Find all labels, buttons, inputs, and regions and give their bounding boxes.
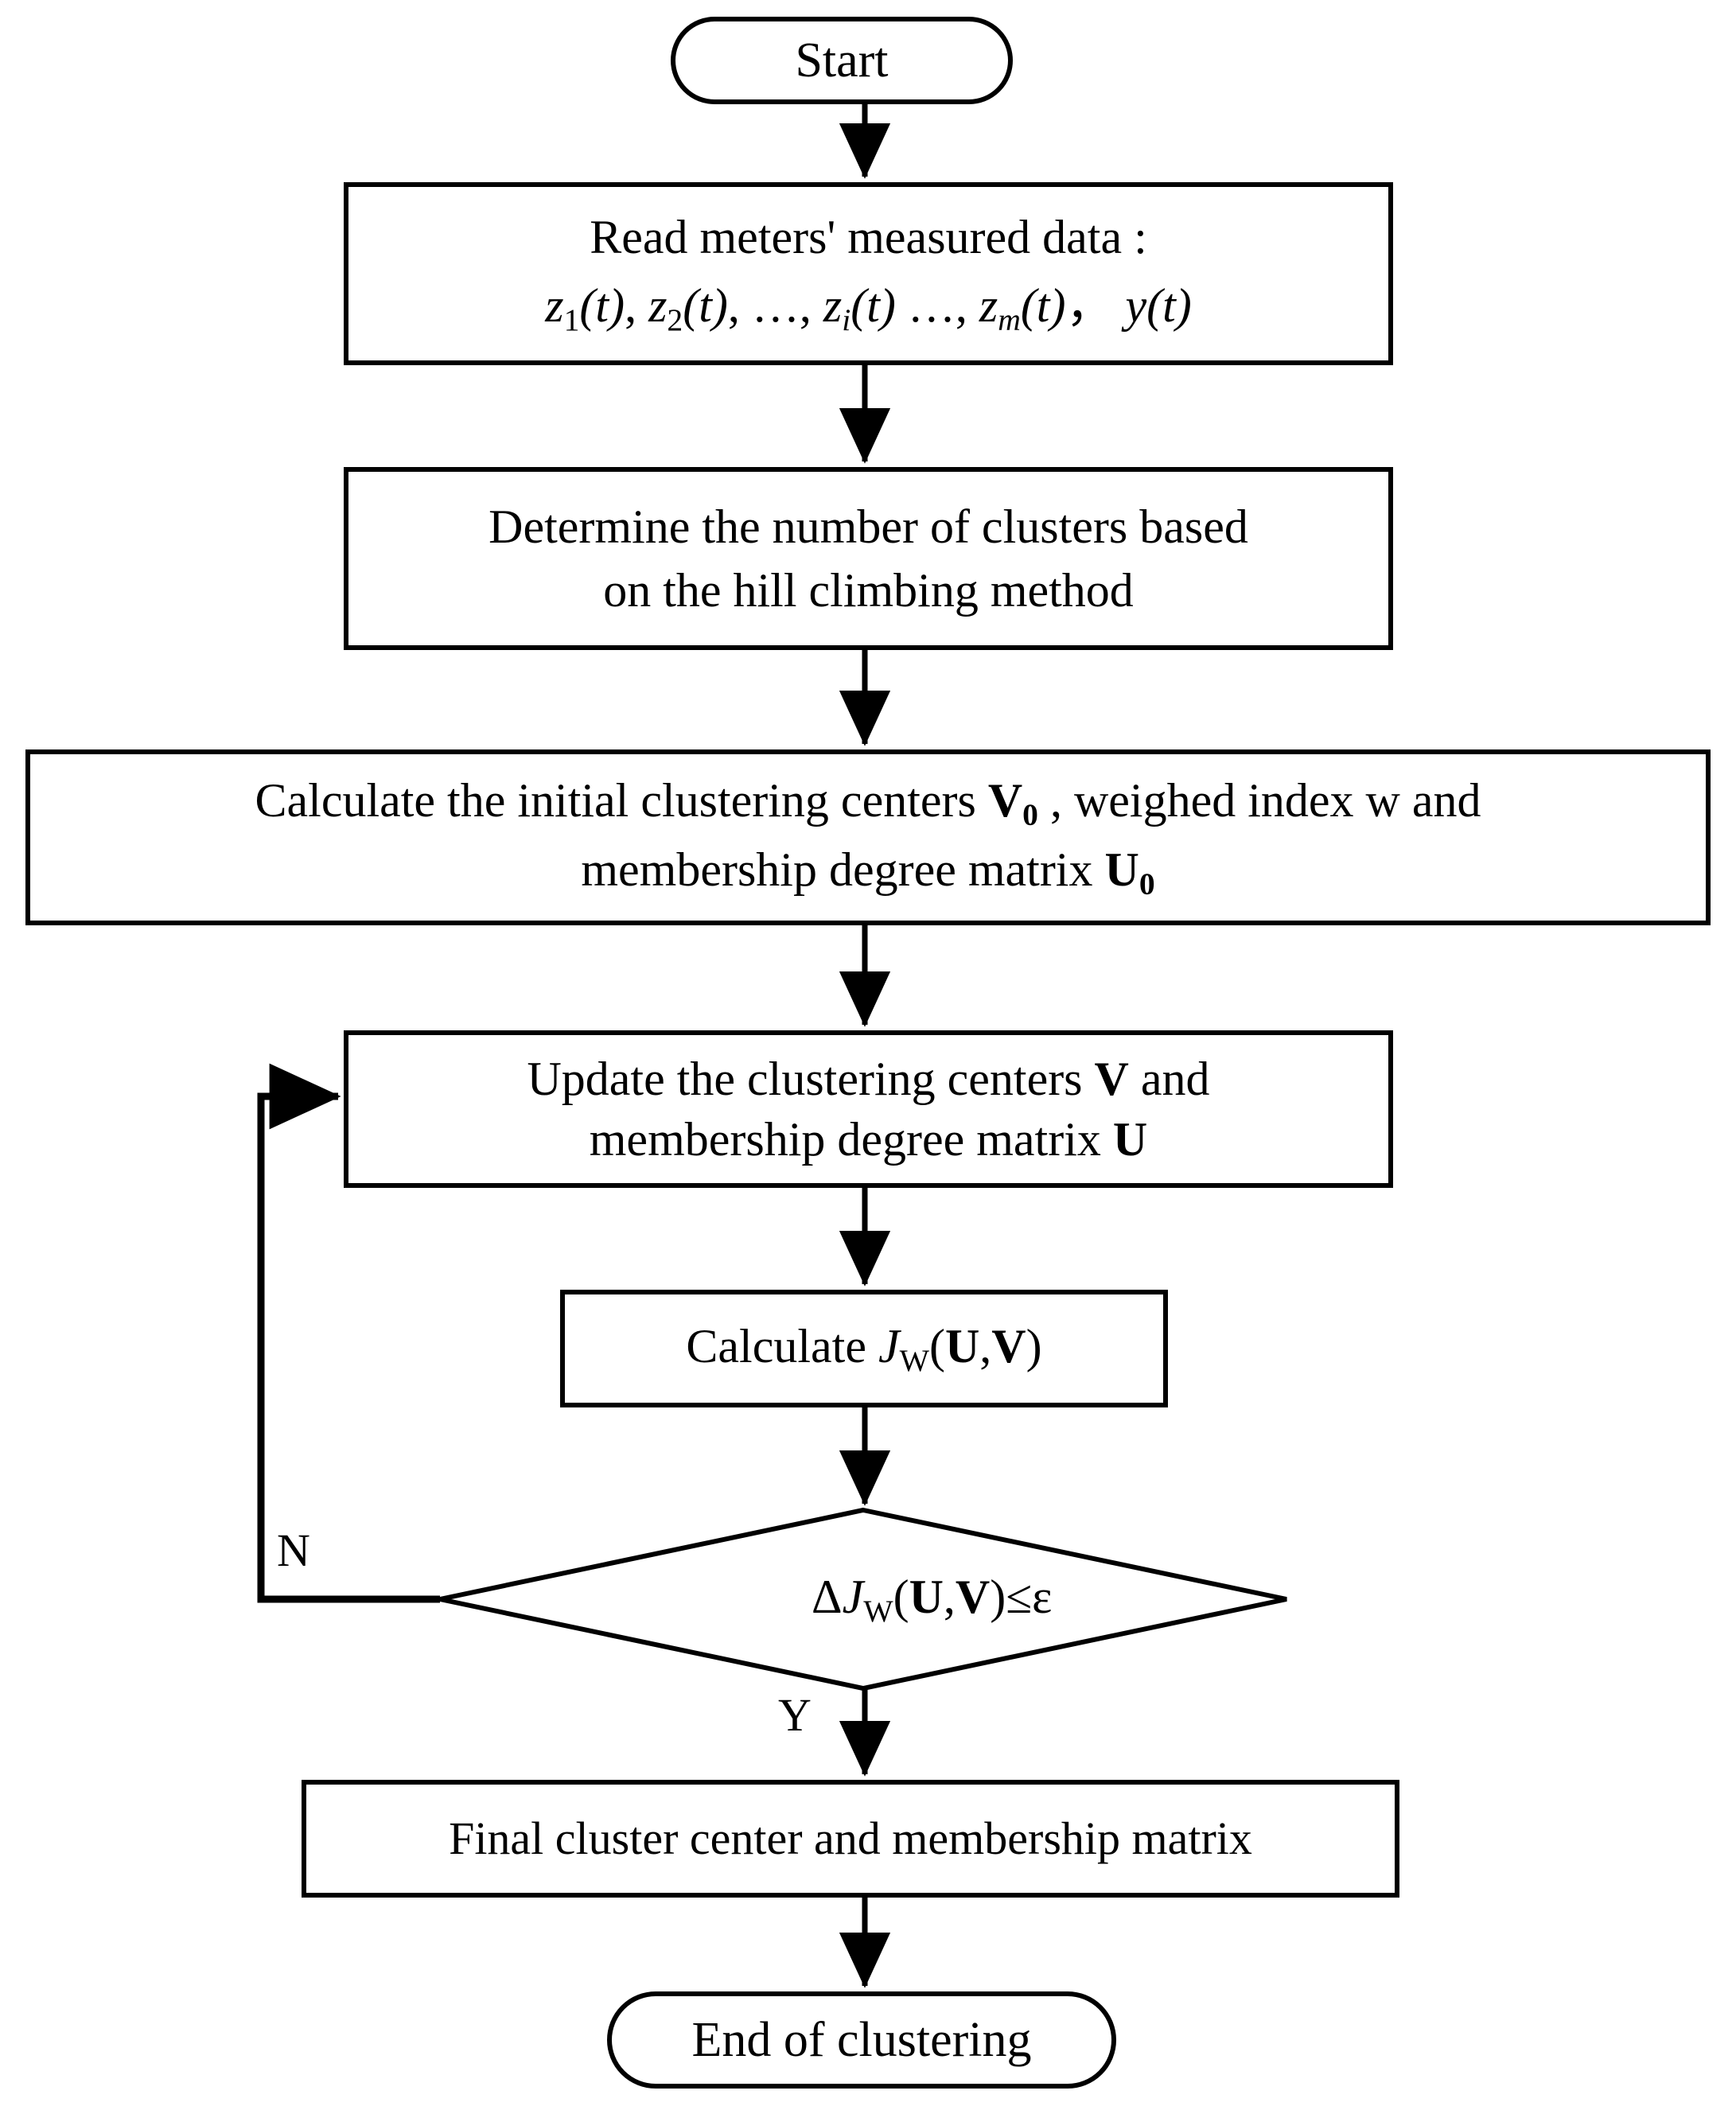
- edge-label-yes: Y: [778, 1689, 812, 1741]
- edge-label-no: N: [277, 1524, 310, 1576]
- node-start-shape: [671, 17, 1013, 104]
- node-decision-shape: [439, 1507, 1287, 1692]
- edge-decision-no-loopback: [257, 1063, 440, 1603]
- node-initial-centers-shape: [25, 749, 1711, 925]
- node-calculate-j-shape: [560, 1290, 1168, 1407]
- node-read-data-shape: [344, 182, 1393, 365]
- node-final-result-shape: [302, 1780, 1399, 1898]
- node-determine-clusters-shape: [344, 467, 1393, 650]
- node-update-centers-shape: [344, 1030, 1393, 1188]
- node-end-shape: [607, 1991, 1116, 2089]
